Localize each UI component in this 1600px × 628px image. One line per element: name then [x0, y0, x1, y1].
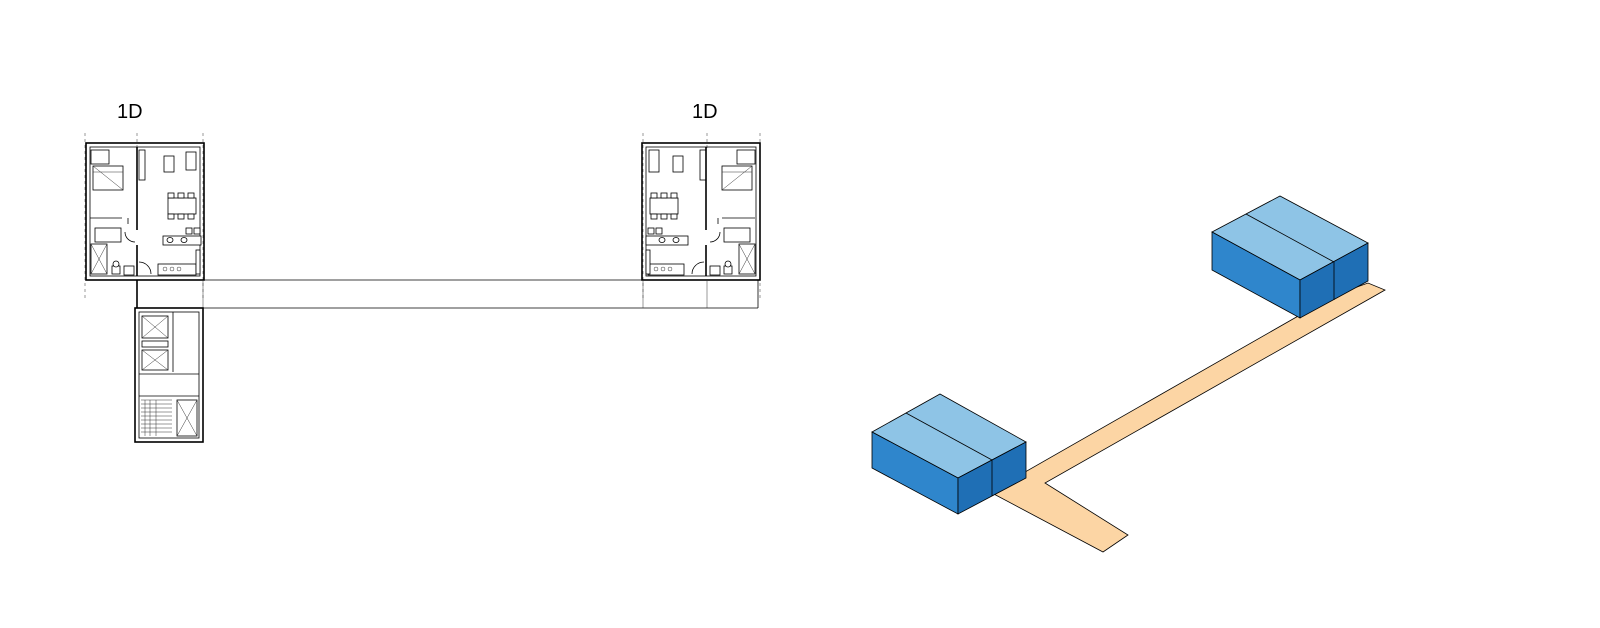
vertical-core-plan: [134, 307, 204, 443]
dining-table-icon: [649, 192, 679, 220]
axonometric-view: [871, 195, 1386, 553]
bathtub-icon: [90, 243, 108, 275]
toilet-icon: [723, 260, 733, 275]
kitchen-counter-icon: [645, 249, 685, 276]
kitchen-island-icon: [645, 227, 689, 246]
door-swing-icon: [691, 261, 705, 275]
left-apartment-plan: [85, 142, 205, 281]
dining-table-icon: [167, 192, 197, 220]
right-building-block: [1211, 195, 1369, 319]
floor-plan: 1D 1D: [84, 101, 761, 443]
elevator-icon: [141, 349, 169, 371]
bed-icon: [721, 165, 753, 191]
corridor-plan: [136, 279, 759, 309]
walkway-slab: [989, 282, 1386, 553]
bathtub-icon: [738, 243, 756, 275]
right-apartment-plan: [641, 142, 761, 281]
left-building-block: [871, 393, 1027, 515]
right-unit-label: 1D: [692, 101, 718, 123]
elevator-icon: [141, 315, 169, 339]
toilet-icon: [111, 260, 121, 275]
bed-icon: [92, 165, 124, 191]
kitchen-counter-icon: [157, 249, 201, 276]
stairs-icon: [141, 399, 172, 436]
door-swing-icon: [138, 261, 152, 275]
left-unit-label: 1D: [117, 101, 143, 123]
kitchen-island-icon: [162, 227, 202, 246]
